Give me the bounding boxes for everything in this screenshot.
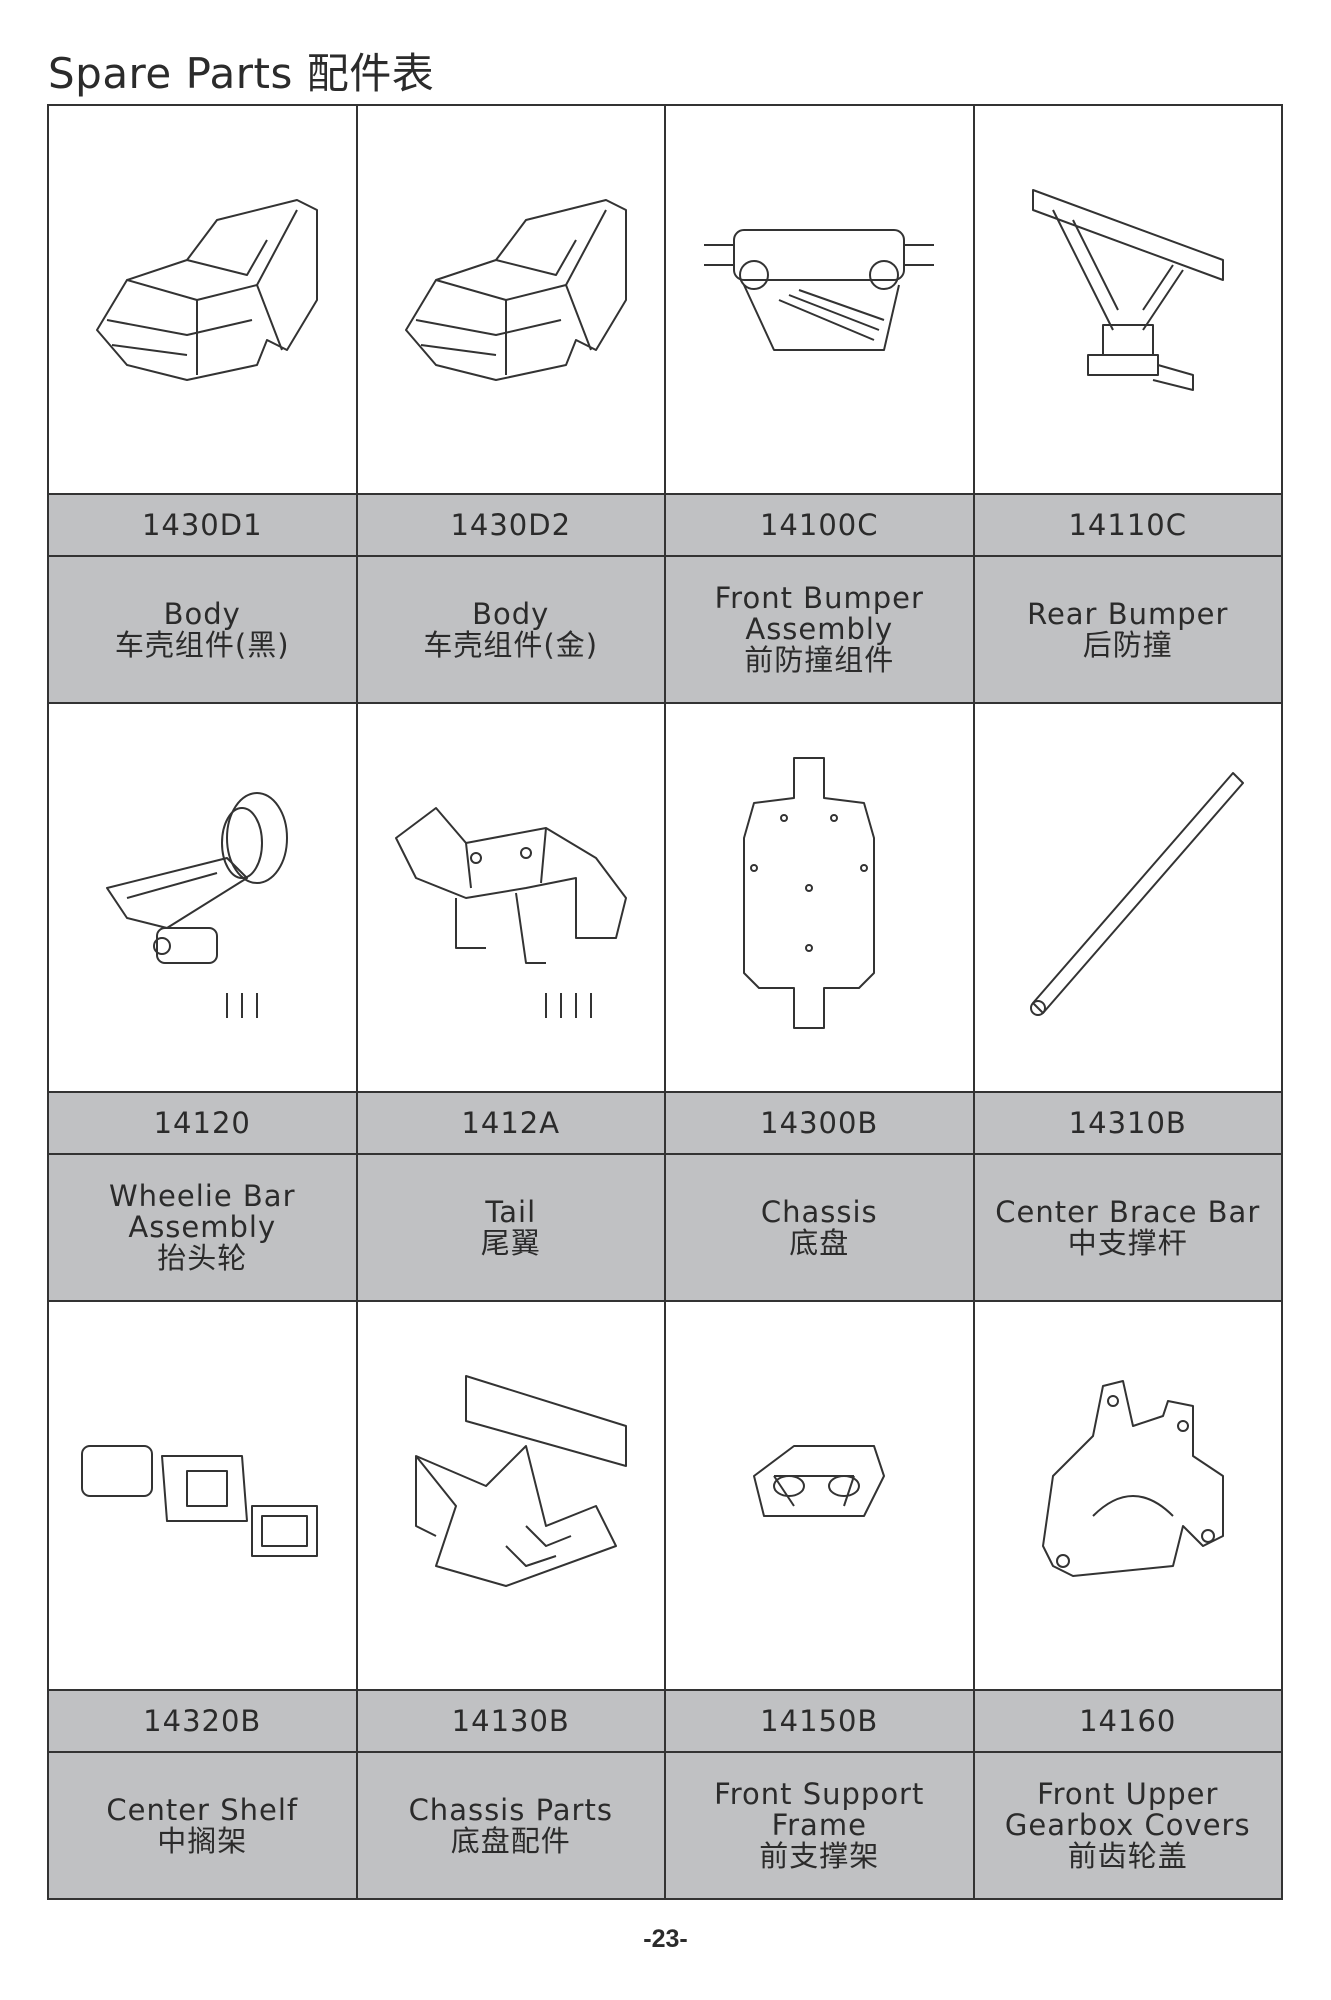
part-name-cn: 底盘 — [789, 1225, 850, 1260]
part-name-cn: 抬头轮 — [157, 1241, 248, 1275]
support-frame-icon — [753, 1444, 886, 1517]
part-image-cell — [666, 106, 975, 495]
part-name-cn: 前防撞组件 — [744, 643, 895, 677]
part-name-en: Chassis Parts — [408, 1792, 613, 1827]
part-code: 14120 — [49, 1093, 358, 1155]
part-name-en: Body — [163, 596, 241, 631]
part-name-en: Rear Bumper — [1027, 596, 1229, 631]
part-image-cell — [357, 106, 666, 495]
part-code: 14320B — [49, 1691, 358, 1753]
part-name-en: Chassis — [760, 1194, 878, 1229]
part-image-cell — [49, 106, 358, 495]
rear-bumper-icon — [1031, 188, 1224, 391]
part-image-cell — [974, 1302, 1283, 1691]
part-name-en: Frame — [771, 1808, 867, 1842]
part-code: 14130B — [357, 1691, 666, 1753]
center-shelf-icon — [81, 1444, 319, 1557]
part-name-cn: 中支撑杆 — [1067, 1225, 1188, 1260]
gearbox-cover-icon — [1041, 1379, 1224, 1577]
part-image-cell — [49, 704, 358, 1093]
part-code: 1412A — [357, 1093, 666, 1155]
page-number: -23- — [643, 1925, 688, 1953]
part-name-en: Assembly — [128, 1210, 277, 1244]
part-image-cell — [666, 704, 975, 1093]
part-name-en: Wheelie Bar — [108, 1179, 296, 1213]
part-code: 14300B — [666, 1093, 975, 1155]
part-name-cn: 中搁架 — [157, 1823, 248, 1858]
page-title: Spare Parts 配件表 — [48, 49, 435, 98]
part-code: 1430D2 — [357, 495, 666, 557]
part-name-cn: 前齿轮盖 — [1067, 1839, 1188, 1873]
chassis-parts-icon — [414, 1374, 627, 1587]
car-body-icon — [96, 198, 319, 381]
part-image-cell — [974, 106, 1283, 495]
part-name-cn: 尾翼 — [480, 1225, 541, 1260]
part-name-en: Center Brace Bar — [995, 1194, 1261, 1229]
part-name-cn: 后防撞 — [1082, 627, 1173, 662]
part-code: 14310B — [974, 1093, 1283, 1155]
part-image-cell — [974, 704, 1283, 1093]
front-bumper-icon — [704, 228, 935, 351]
part-name-en: Front Support — [714, 1777, 925, 1811]
part-name-en: Center Shelf — [106, 1792, 299, 1827]
part-code: 14160 — [974, 1691, 1283, 1753]
part-image-cell — [49, 1302, 358, 1691]
part-name-en: Body — [472, 596, 550, 631]
part-code: 14150B — [666, 1691, 975, 1753]
part-image-cell — [357, 704, 666, 1093]
part-name-en: Gearbox Covers — [1004, 1808, 1251, 1842]
part-image-cell — [357, 1302, 666, 1691]
part-name-cn: 车壳组件(金) — [423, 627, 599, 662]
part-name-cn: 前支撑架 — [759, 1839, 880, 1873]
chassis-plate-icon — [743, 756, 876, 1029]
part-code: 14110C — [974, 495, 1283, 557]
part-name-en: Tail — [485, 1194, 537, 1229]
part-name-cn: 车壳组件(黑) — [114, 627, 290, 662]
part-image-cell — [666, 1302, 975, 1691]
part-name-en: Front Bumper — [714, 581, 924, 615]
part-name-en: Front Upper — [1037, 1777, 1219, 1811]
tail-wing-icon — [394, 806, 627, 1018]
part-name-cn: 底盘配件 — [450, 1823, 571, 1858]
part-code: 1430D1 — [49, 495, 358, 557]
brace-bar-icon — [1029, 771, 1244, 1016]
wheelie-bar-icon — [106, 791, 289, 1018]
part-name-en: Assembly — [745, 612, 894, 646]
part-code: 14100C — [666, 495, 975, 557]
car-body-icon — [404, 198, 627, 381]
